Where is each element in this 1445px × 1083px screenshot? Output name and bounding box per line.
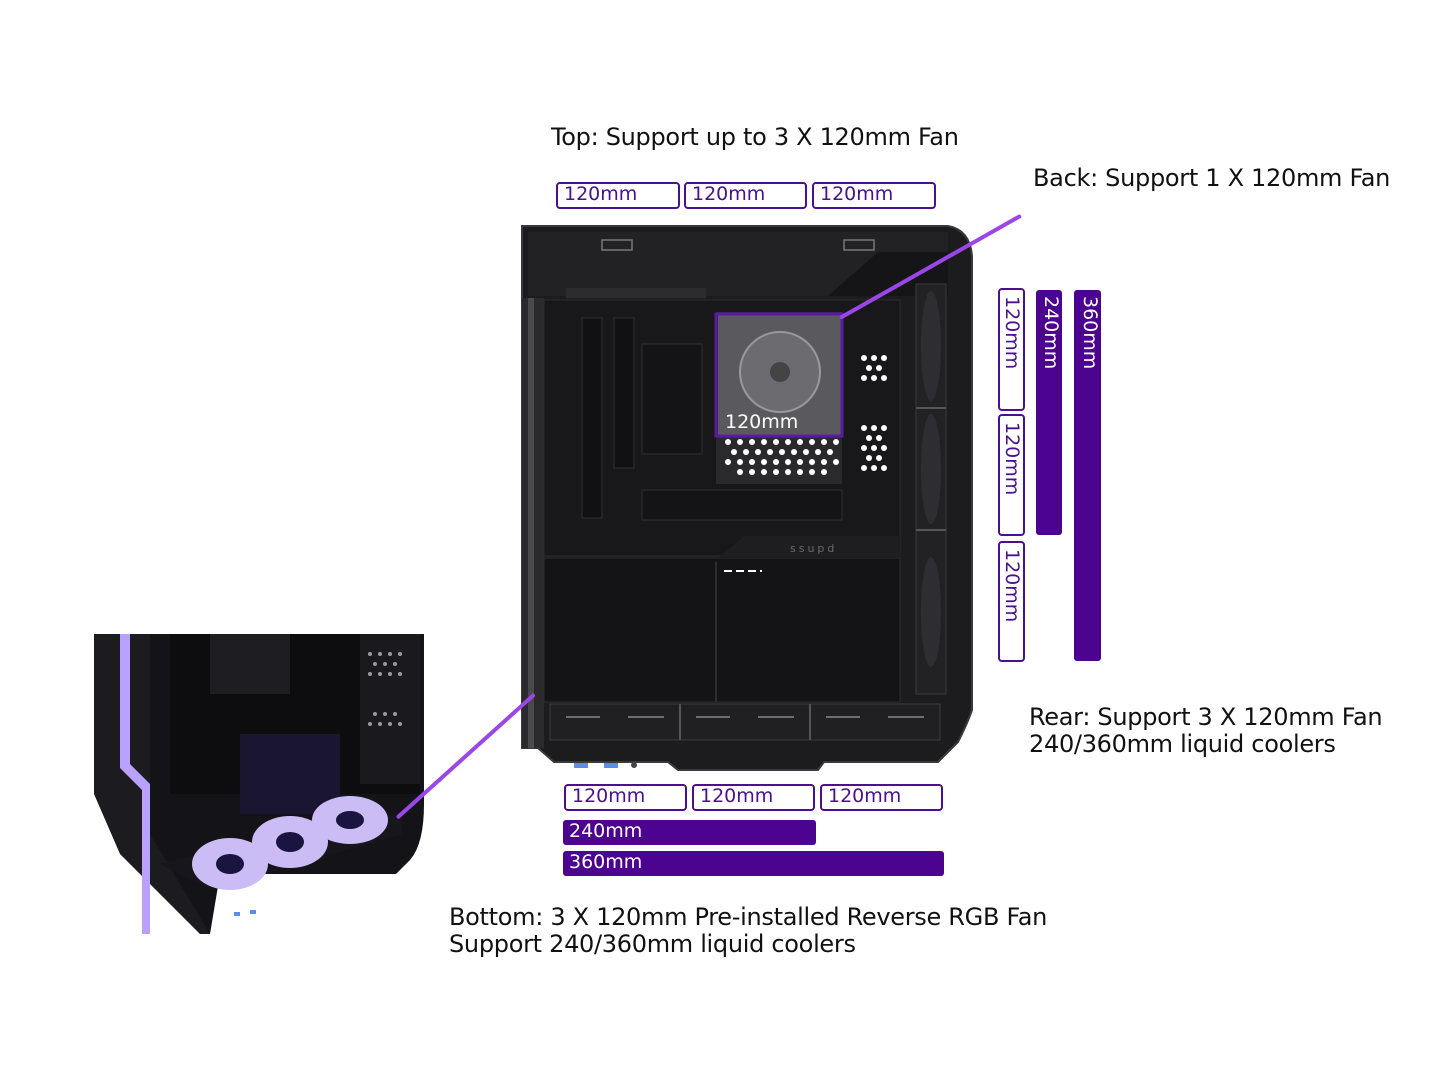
bottom-caption-line-2: Support 240/360mm liquid coolers xyxy=(449,930,856,958)
rear-radiator-240: 240mm xyxy=(1036,290,1062,535)
bottom-radiator-360: 360mm xyxy=(563,851,944,876)
back-fan-slot: 120mm xyxy=(725,411,799,433)
back-caption: Back: Support 1 X 120mm Fan xyxy=(1033,164,1391,192)
bottom-fan-slot-2: 120mm xyxy=(692,784,815,811)
top-fan-slot-3: 120mm xyxy=(812,182,936,209)
rear-fan-slot-1: 120mm xyxy=(998,288,1025,411)
top-fan-slot-1: 120mm xyxy=(556,182,680,209)
rear-caption-line-2: 240/360mm liquid coolers xyxy=(1029,730,1336,758)
bottom-radiator-240: 240mm xyxy=(563,820,816,845)
top-caption: Top: Support up to 3 X 120mm Fan xyxy=(551,123,959,151)
case-angled-photo xyxy=(90,634,430,939)
case-brand-mark: ssupd xyxy=(790,542,837,555)
bottom-fan-slot-1: 120mm xyxy=(564,784,687,811)
bottom-caption-line-1: Bottom: 3 X 120mm Pre-installed Reverse … xyxy=(449,903,1048,931)
case-side-view-image: ssupd xyxy=(521,225,973,771)
rear-radiator-360: 360mm xyxy=(1074,290,1101,661)
top-fan-slot-2: 120mm xyxy=(684,182,807,209)
bottom-fan-slot-3: 120mm xyxy=(820,784,943,811)
rear-fan-slot-2: 120mm xyxy=(998,414,1025,536)
rear-caption-line-1: Rear: Support 3 X 120mm Fan xyxy=(1029,703,1383,731)
rear-fan-slot-3: 120mm xyxy=(998,541,1025,662)
